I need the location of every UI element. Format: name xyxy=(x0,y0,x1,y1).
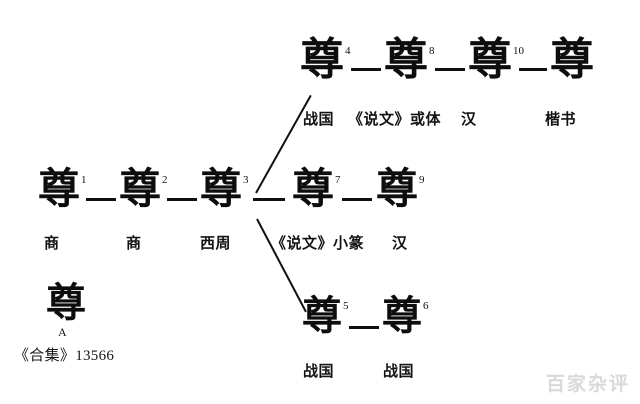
glyph-superscript-top-1: 4 xyxy=(345,44,351,57)
glyph-superscript-mid-5: 9 xyxy=(419,173,425,186)
dash-top-2 xyxy=(435,68,465,71)
glyph-cell-top-1: 尊4 xyxy=(300,34,351,85)
glyph-top-1: 尊 xyxy=(300,34,344,85)
glyph-superscript-mid-3: 3 xyxy=(243,173,249,186)
glyph-superscript-mid-2: 2 xyxy=(162,173,168,186)
era-label-bot-1: 战国 xyxy=(303,364,335,380)
source-reference-label: 《合集》13566 xyxy=(14,348,115,364)
glyph-cell-mid-1: 尊1 xyxy=(38,164,87,213)
glyph-superscript-mid-4: 7 xyxy=(335,173,341,186)
glyph-cell-bot-2: 尊6 xyxy=(382,292,429,339)
glyph-cell-mid-2: 尊2 xyxy=(119,164,168,213)
glyph-cell-top-4: 尊 xyxy=(550,38,594,82)
oracle-bone-source-glyph: 尊 xyxy=(46,279,86,326)
watermark: 百家杂评 xyxy=(545,374,630,395)
glyph-mid-4: 尊 xyxy=(292,164,335,213)
source-letter-label: A xyxy=(58,325,67,339)
glyph-cell-top-2: 尊8 xyxy=(384,34,435,85)
dash-mid-3 xyxy=(253,198,285,201)
glyph-cell-top-3: 尊10 xyxy=(468,34,524,85)
era-label-top-2: 《说文》或体 xyxy=(348,112,442,128)
glyph-mid-3: 尊 xyxy=(200,164,243,213)
glyph-mid-2: 尊 xyxy=(119,164,162,213)
glyph-top-4: 尊 xyxy=(550,34,594,85)
source-block: 尊 A 《合集》13566 xyxy=(14,283,164,365)
glyph-superscript-mid-1: 1 xyxy=(81,173,87,186)
era-label-mid-3: 西周 xyxy=(200,236,232,252)
era-label-mid-4: 《说文》小篆 xyxy=(271,236,365,252)
glyph-mid-1: 尊 xyxy=(38,164,81,213)
glyph-superscript-bot-2: 6 xyxy=(423,299,429,312)
glyph-cell-bot-1: 尊5 xyxy=(302,292,349,339)
era-label-mid-5: 汉 xyxy=(392,236,408,252)
era-label-bot-2: 战国 xyxy=(383,364,415,380)
era-label-top-4: 楷书 xyxy=(545,112,577,128)
dash-top-3 xyxy=(519,68,547,71)
glyph-top-3: 尊 xyxy=(468,34,512,85)
glyph-superscript-top-2: 8 xyxy=(429,44,435,57)
glyph-cell-mid-4: 尊7 xyxy=(292,164,341,213)
era-label-top-1: 战国 xyxy=(303,112,335,128)
dash-mid-4 xyxy=(342,198,372,201)
dash-bot-1 xyxy=(349,326,379,329)
glyph-superscript-bot-1: 5 xyxy=(343,299,349,312)
glyph-bot-1: 尊 xyxy=(302,292,342,339)
era-label-mid-1: 商 xyxy=(44,236,60,252)
glyph-cell-mid-5: 尊9 xyxy=(376,164,425,213)
glyph-bot-2: 尊 xyxy=(382,292,422,339)
glyph-cell-mid-3: 尊3 xyxy=(200,164,249,213)
glyph-top-2: 尊 xyxy=(384,34,428,85)
era-label-top-3: 汉 xyxy=(461,112,477,128)
dash-mid-2 xyxy=(167,198,197,201)
dash-top-1 xyxy=(351,68,381,71)
era-label-mid-2: 商 xyxy=(126,236,142,252)
glyph-superscript-top-3: 10 xyxy=(513,44,524,57)
dash-mid-1 xyxy=(86,198,116,201)
glyph-mid-5: 尊 xyxy=(376,164,419,213)
